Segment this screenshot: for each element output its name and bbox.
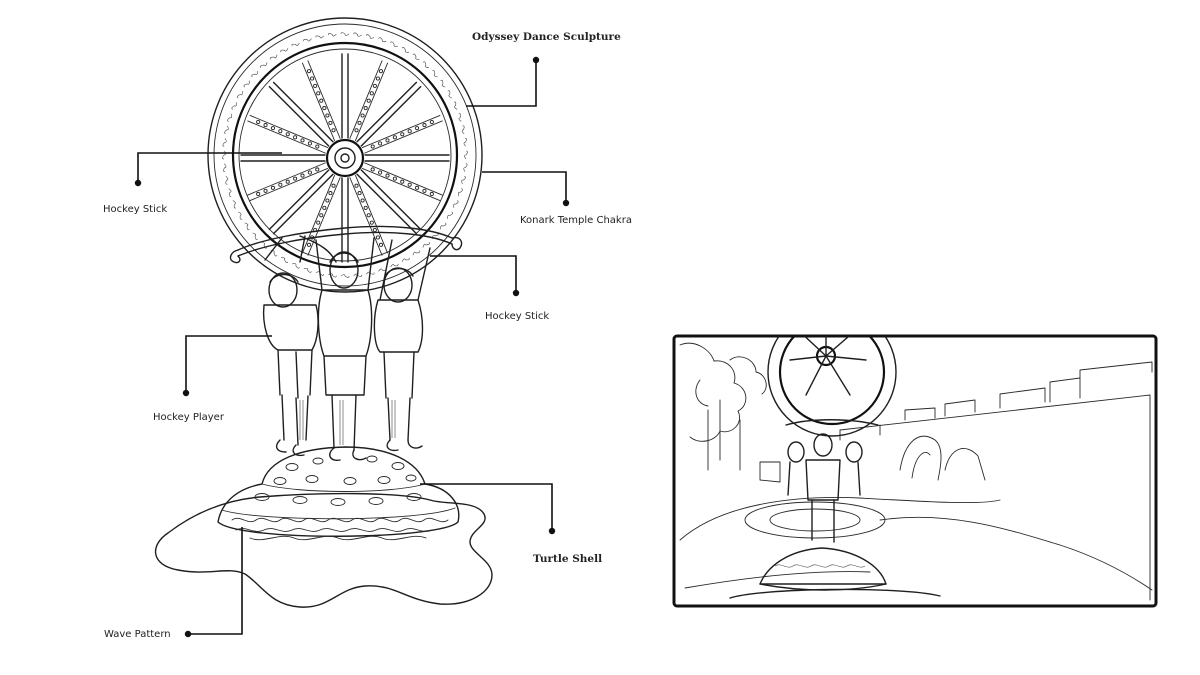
turtle-shell <box>217 446 460 541</box>
leader-lines <box>134 56 570 638</box>
callout-labels: Odyssey Dance Sculpture Konark Temple Ch… <box>103 31 632 640</box>
label-wave-pattern: Wave Pattern <box>104 629 171 640</box>
label-odyssey: Odyssey Dance Sculpture <box>472 31 621 43</box>
label-hockey-player: Hockey Player <box>153 412 225 423</box>
inset-scene <box>672 334 1158 608</box>
label-turtle-shell: Turtle Shell <box>533 553 602 565</box>
inset-frame <box>672 334 1158 608</box>
sculpture-drawing <box>154 17 493 608</box>
label-hockey-stick-left: Hockey Stick <box>103 204 167 215</box>
water-puddle <box>154 492 493 608</box>
label-chakra: Konark Temple Chakra <box>520 215 632 226</box>
konark-chakra <box>207 17 483 293</box>
hockey-players <box>262 235 431 462</box>
label-hockey-stick-right: Hockey Stick <box>485 311 549 322</box>
